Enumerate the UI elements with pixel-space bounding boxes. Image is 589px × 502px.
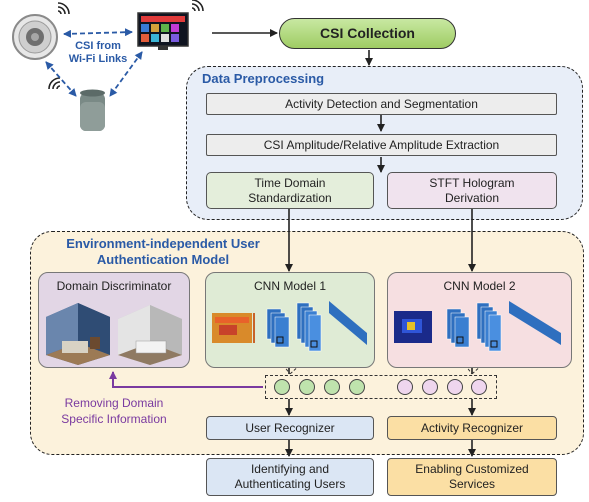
customized-services-output: Enabling Customized Services: [387, 458, 557, 496]
wifi-signal-icon: [57, 2, 70, 15]
csi-from-links-label: CSI from Wi-Fi Links: [68, 40, 128, 65]
activity-detection-step: Activity Detection and Segmentation: [206, 93, 557, 115]
identifying-line-2: Authenticating Users: [234, 477, 346, 491]
time-domain-standardization-step: Time Domain Standardization: [206, 172, 374, 209]
domain-feedback-arrow: [109, 371, 263, 388]
cnn-layers-icon: [394, 301, 561, 352]
enabling-line-2: Services: [448, 477, 495, 491]
robot-vacuum-icon: [12, 14, 58, 60]
cnn-model-2-box: CNN Model 2: [387, 272, 572, 368]
feature-node: [349, 379, 366, 395]
removing-domain-info-label: Removing Domain Specific Information: [61, 396, 167, 426]
smart-speaker-icon: [80, 89, 105, 131]
feature-vector-row: [265, 375, 497, 399]
cnn-model-1-label: CNN Model 1: [253, 279, 327, 293]
stft-hologram-step: STFT Hologram Derivation: [387, 172, 557, 209]
wifi-links: [45, 28, 143, 97]
domain-discriminator-label: Domain Discriminator: [56, 279, 172, 293]
feature-node: [324, 379, 341, 395]
feature-node: [274, 379, 291, 395]
data-preprocessing-title: Data Preprocessing: [202, 71, 325, 86]
smart-tv-icon: [137, 12, 189, 50]
cnn-model-1-box: CNN Model 1: [205, 272, 375, 368]
identifying-line-1: Identifying and: [250, 462, 330, 476]
feature-node: [396, 379, 413, 395]
domain-discriminator-box: Domain Discriminator: [38, 272, 190, 368]
stft-line-1: STFT Hologram: [429, 175, 515, 190]
time-domain-line-1: Time Domain: [254, 175, 326, 190]
feature-node: [299, 379, 316, 395]
csi-collection-node: CSI Collection: [279, 18, 456, 49]
activity-recognizer-box: Activity Recognizer: [387, 416, 557, 440]
stft-line-2: Derivation: [444, 190, 500, 205]
feature-node: [421, 379, 438, 395]
flow-arrows: [212, 29, 476, 457]
user-recognizer-box: User Recognizer: [206, 416, 374, 440]
time-domain-line-2: Standardization: [248, 190, 332, 205]
enabling-line-1: Enabling Customized: [415, 462, 529, 476]
feature-node: [446, 379, 463, 395]
bedroom-scene-image: [46, 303, 182, 365]
amplitude-extraction-step: CSI Amplitude/Relative Amplitude Extract…: [206, 134, 557, 156]
wifi-signal-icon: [48, 77, 61, 90]
cnn-model-2-label: CNN Model 2: [443, 279, 516, 293]
identifying-users-output: Identifying and Authenticating Users: [206, 458, 374, 496]
cnn-layers-icon: [212, 301, 367, 352]
authentication-model-title: Environment-independent User Authenticat…: [66, 236, 260, 267]
wifi-signal-icon: [191, 0, 204, 12]
feature-node: [471, 379, 488, 395]
